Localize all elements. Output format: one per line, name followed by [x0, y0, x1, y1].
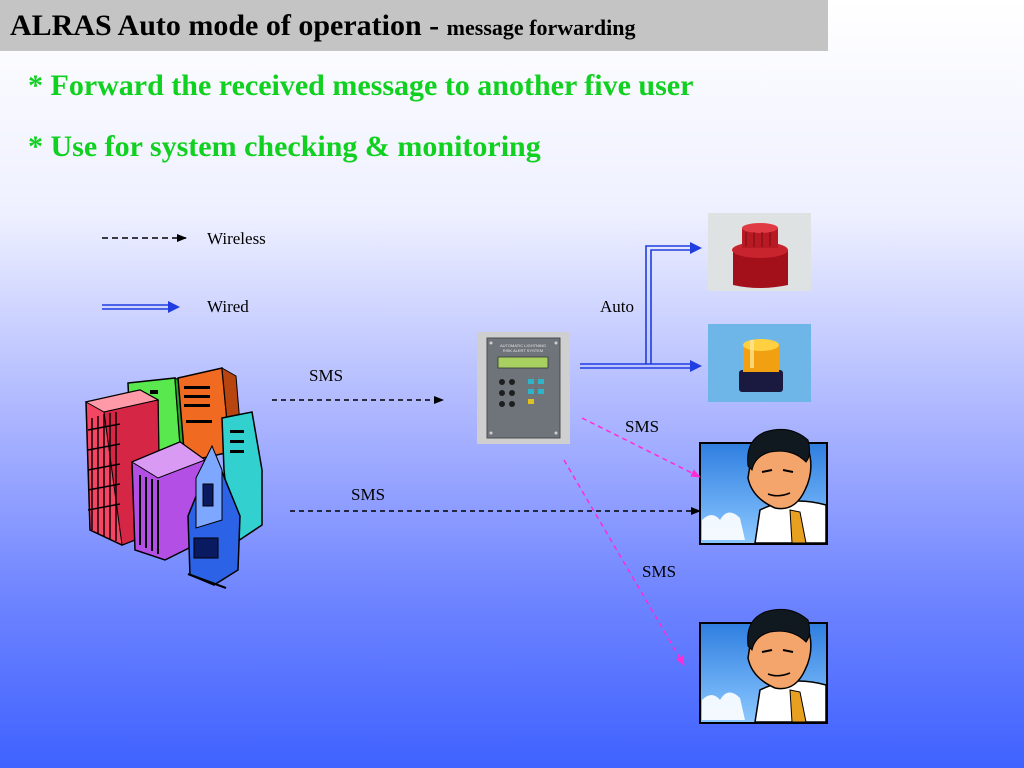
- wired-connector-to-alarms: [580, 245, 694, 369]
- sms-arrow-device-user2: [563, 459, 685, 666]
- device-panel-line2: RISK ALERT SYSTEM: [503, 348, 544, 353]
- sms-label-building-user: SMS: [351, 485, 386, 504]
- slide-title: ALRAS Auto mode of operation - message f…: [10, 8, 635, 46]
- sms-arrow-device-user1: [581, 417, 701, 478]
- amber-beacon-image: [708, 324, 811, 402]
- wired-arrowhead-siren: [690, 242, 702, 254]
- device-panel-line1: AUTOMATIC LIGHTNING: [500, 343, 546, 348]
- legend-wireless-label: Wireless: [207, 229, 266, 248]
- title-bar: [0, 0, 828, 51]
- legend-wired-line: [102, 301, 180, 313]
- user-avatar-icon: [699, 608, 828, 724]
- auto-label: Auto: [600, 297, 634, 316]
- sms-label-device-user1: SMS: [625, 417, 660, 436]
- alras-device-image: [477, 332, 570, 444]
- title-sub: message forwarding: [446, 15, 636, 40]
- title-main: ALRAS Auto mode of operation -: [10, 9, 447, 42]
- bullet-forward: * Forward the received message to anothe…: [28, 69, 694, 102]
- buildings-icon: [84, 367, 263, 589]
- wired-arrowhead-beacon: [690, 360, 702, 372]
- user-avatar-icon: [699, 428, 828, 545]
- bullet-monitoring: * Use for system checking & monitoring: [28, 130, 541, 163]
- sms-label-building-device: SMS: [309, 366, 344, 385]
- legend-wired-label: Wired: [207, 297, 249, 316]
- sms-label-device-user2: SMS: [642, 562, 677, 581]
- red-siren-image: [708, 213, 811, 291]
